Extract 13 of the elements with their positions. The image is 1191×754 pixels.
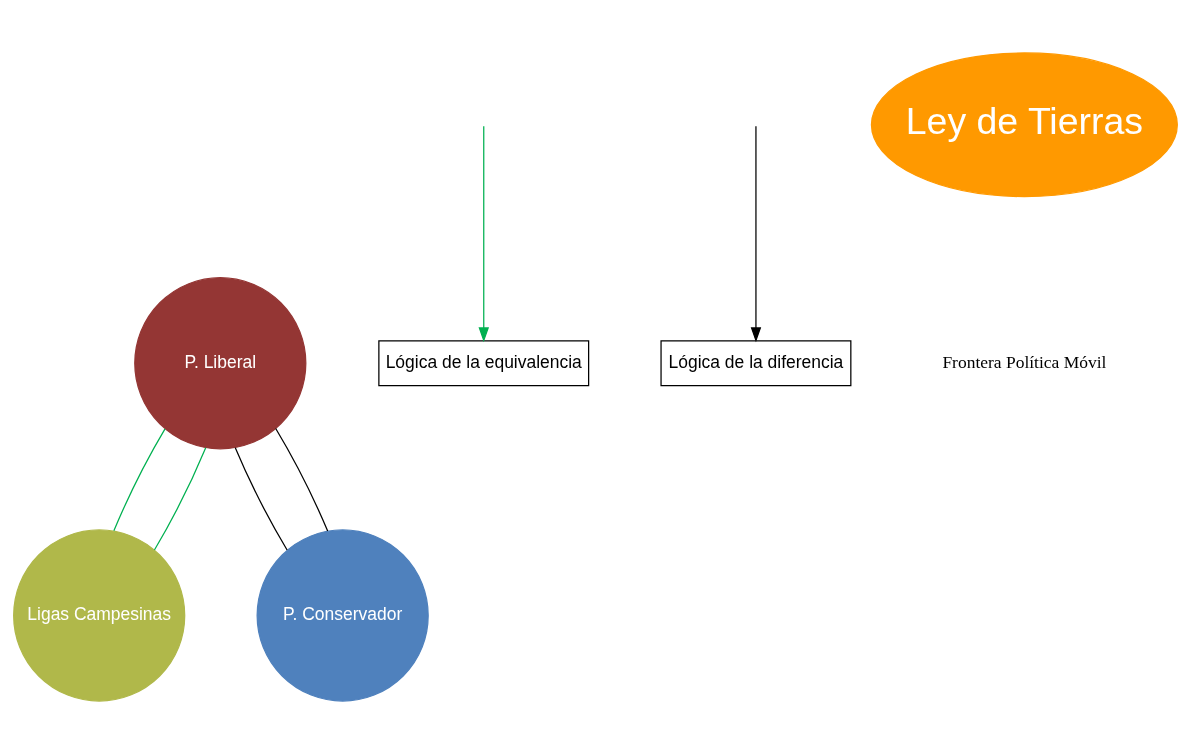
node-circle: P. Conservador (256, 529, 429, 702)
connector (275, 427, 329, 532)
node-circle: Ligas Campesinas (13, 529, 186, 702)
node-ellipse: Ley de Tierras (870, 52, 1178, 198)
arrow (478, 125, 489, 343)
node-box: Lógica de la equivalencia (378, 340, 590, 387)
connector (234, 447, 288, 551)
label: Frontera Política Móvil (942, 351, 1107, 372)
node-circle: P. Liberal (134, 277, 307, 450)
connector (153, 447, 207, 551)
arrow (750, 125, 762, 343)
node-box: Lógica de la diferencia (660, 340, 852, 387)
connector (113, 428, 166, 532)
